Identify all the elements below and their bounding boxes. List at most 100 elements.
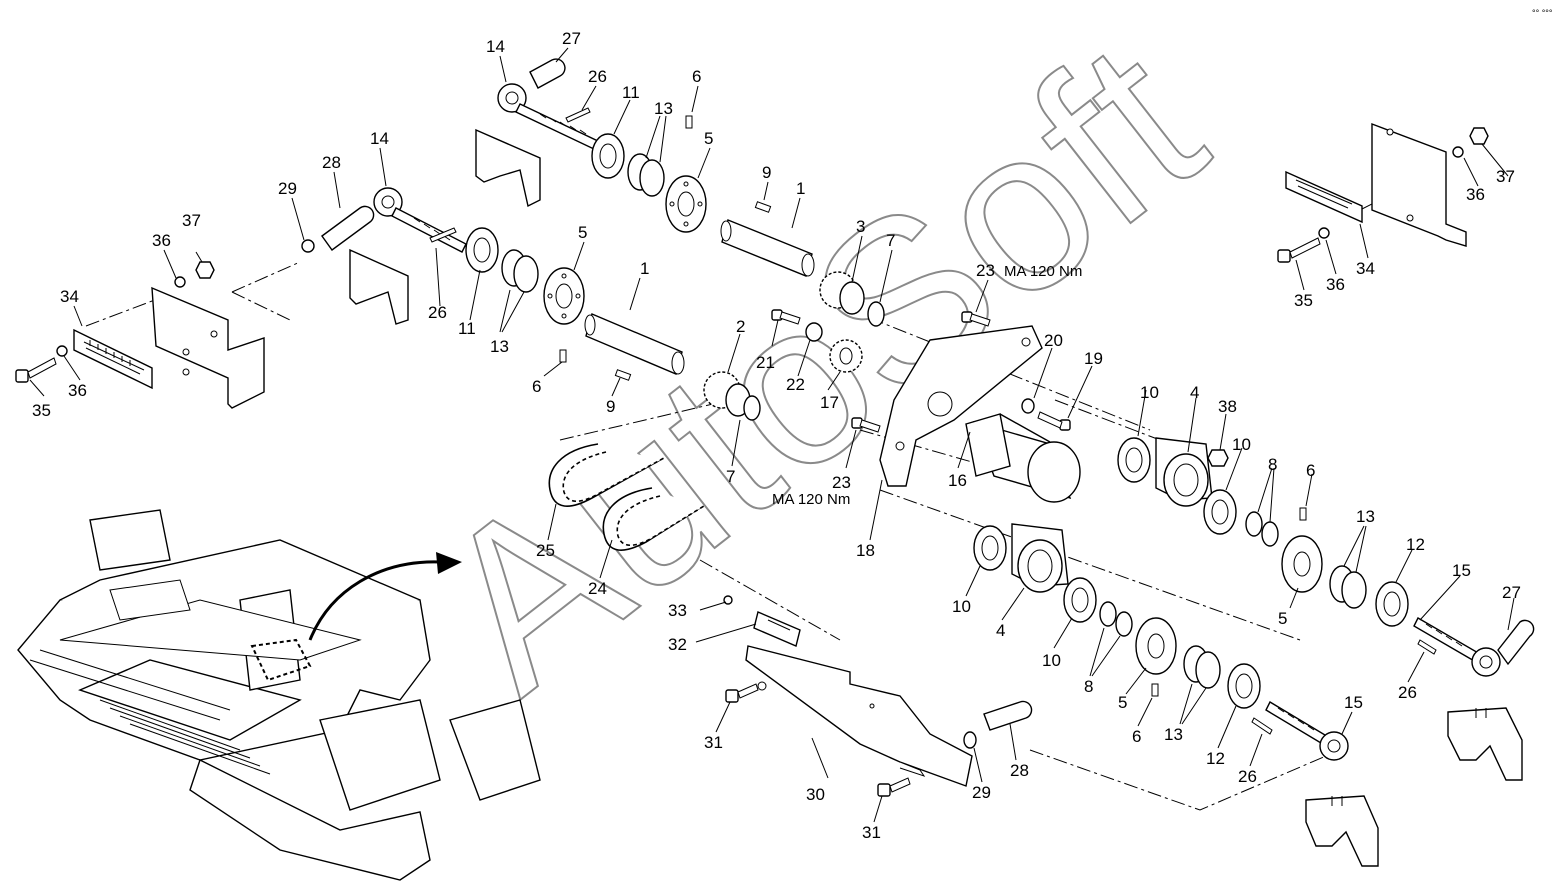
callout-13: 13 (1164, 725, 1183, 744)
bolt-23-lower (851, 417, 881, 433)
callout-14: 14 (370, 129, 389, 148)
circlip-8-upper-b (1261, 521, 1279, 547)
callout-37: 37 (1496, 167, 1515, 186)
callout-36: 36 (1466, 185, 1485, 204)
bearing-housing-4-upper (1155, 437, 1213, 507)
callout-4: 4 (996, 621, 1005, 640)
chain-25 (548, 443, 665, 507)
callout-11: 11 (458, 319, 476, 338)
shaft-1-lower (584, 313, 685, 375)
callout-26: 26 (1398, 683, 1417, 702)
nut-37-right (1469, 127, 1489, 145)
circlip-8-lower-a (1099, 601, 1117, 627)
callout-6: 6 (1306, 461, 1315, 480)
corner-mark: °° °°° (1532, 8, 1553, 18)
callout-25: 25 (536, 541, 555, 560)
washer-36-left (56, 345, 68, 357)
callout-16: 16 (948, 471, 967, 490)
callout-34: 34 (60, 287, 79, 306)
bearing-10-upper-b (1203, 489, 1237, 535)
spacer-13-upper (627, 153, 665, 197)
callout-23: 23 (976, 261, 995, 280)
bearing-housing-5-lower (543, 267, 585, 325)
callout-7: 7 (726, 467, 735, 486)
callout-10: 10 (952, 597, 971, 616)
callout-33: 33 (668, 601, 687, 620)
callout-18: 18 (856, 541, 875, 560)
callout-10: 10 (1042, 651, 1061, 670)
callout-28: 28 (1010, 761, 1029, 780)
callout-13: 13 (490, 337, 509, 356)
bolt-19 (1037, 411, 1071, 431)
callout-36: 36 (152, 231, 171, 250)
callout-38: 38 (1218, 397, 1237, 416)
callout-26: 26 (588, 67, 607, 86)
callout-31: 31 (862, 823, 881, 842)
flange-12-right (1375, 581, 1409, 627)
callout-29: 29 (972, 783, 991, 802)
right-mount-plate (1371, 122, 1467, 247)
torque-note-upper: MA 120 Nm (1004, 263, 1082, 280)
upper-rod-end-front (301, 187, 467, 325)
callout-30: 30 (806, 785, 825, 804)
callout-labels: 27 14 26 11 13 6 5 9 1 3 7 23 14 28 29 3… (32, 29, 1521, 842)
bearing-housing-4-lower (1011, 523, 1069, 593)
grub-screw-6-upper (685, 115, 693, 129)
callout-10: 10 (1232, 435, 1251, 454)
sprocket-3 (819, 271, 865, 315)
callout-10: 10 (1140, 383, 1159, 402)
flange-11-upper (591, 133, 625, 179)
rod-end-15-lower (1251, 701, 1349, 761)
spacer-13-lower (501, 249, 539, 293)
clamp-block-right-lower (1305, 795, 1379, 867)
callout-21: 21 (756, 353, 775, 372)
callout-24: 24 (588, 579, 607, 598)
callout-7: 7 (886, 231, 895, 250)
callout-6: 6 (1132, 727, 1141, 746)
screw-33 (723, 595, 733, 605)
callout-15: 15 (1452, 561, 1471, 580)
right-bolt-35 (1277, 237, 1321, 263)
pin-28-lower (983, 700, 1033, 731)
left-bolt-35 (15, 357, 57, 383)
callout-35: 35 (1294, 291, 1313, 310)
callout-13: 13 (1356, 507, 1375, 526)
callout-36: 36 (1326, 275, 1345, 294)
nut-37-left (195, 261, 215, 279)
motor-16 (965, 413, 1081, 503)
circlip-8-lower-b (1115, 611, 1133, 637)
callout-28: 28 (322, 153, 341, 172)
bearing-10-lower-b (1063, 577, 1097, 623)
washer-36-right-upper (1452, 146, 1464, 158)
callout-1: 1 (796, 179, 805, 198)
callout-9: 9 (606, 397, 615, 416)
washer-29-lower (963, 731, 977, 749)
callout-26: 26 (428, 303, 447, 322)
leader-lines (29, 47, 1515, 823)
spacer-13-lower-right (1183, 645, 1221, 689)
torque-note-lower: MA 120 Nm (772, 491, 850, 508)
callout-27: 27 (1502, 583, 1521, 602)
washer-20 (1021, 398, 1035, 414)
callout-29: 29 (278, 179, 297, 198)
callout-5: 5 (1278, 609, 1287, 628)
flange-11-lower (465, 227, 499, 273)
washer-36-left-upper (174, 276, 186, 288)
shaft-1-upper (720, 219, 815, 277)
chain-24 (602, 487, 705, 551)
callout-36: 36 (68, 381, 87, 400)
key-9-lower (614, 369, 632, 381)
bearing-10-upper-a (1117, 437, 1151, 483)
guide-plate-30 (745, 645, 973, 787)
callout-6: 6 (692, 67, 701, 86)
bearing-housing-5-lower-right (1135, 617, 1177, 675)
callout-22: 22 (786, 375, 805, 394)
left-mount-plate (151, 286, 265, 409)
callout-12: 12 (1206, 749, 1225, 768)
bearing-housing-5-right (1281, 535, 1323, 593)
bolt-31-upper (725, 683, 759, 703)
callout-34: 34 (1356, 259, 1375, 278)
grub-screw-6-right (1299, 507, 1307, 521)
callout-5: 5 (704, 129, 713, 148)
pointer-arrowhead (436, 552, 462, 574)
